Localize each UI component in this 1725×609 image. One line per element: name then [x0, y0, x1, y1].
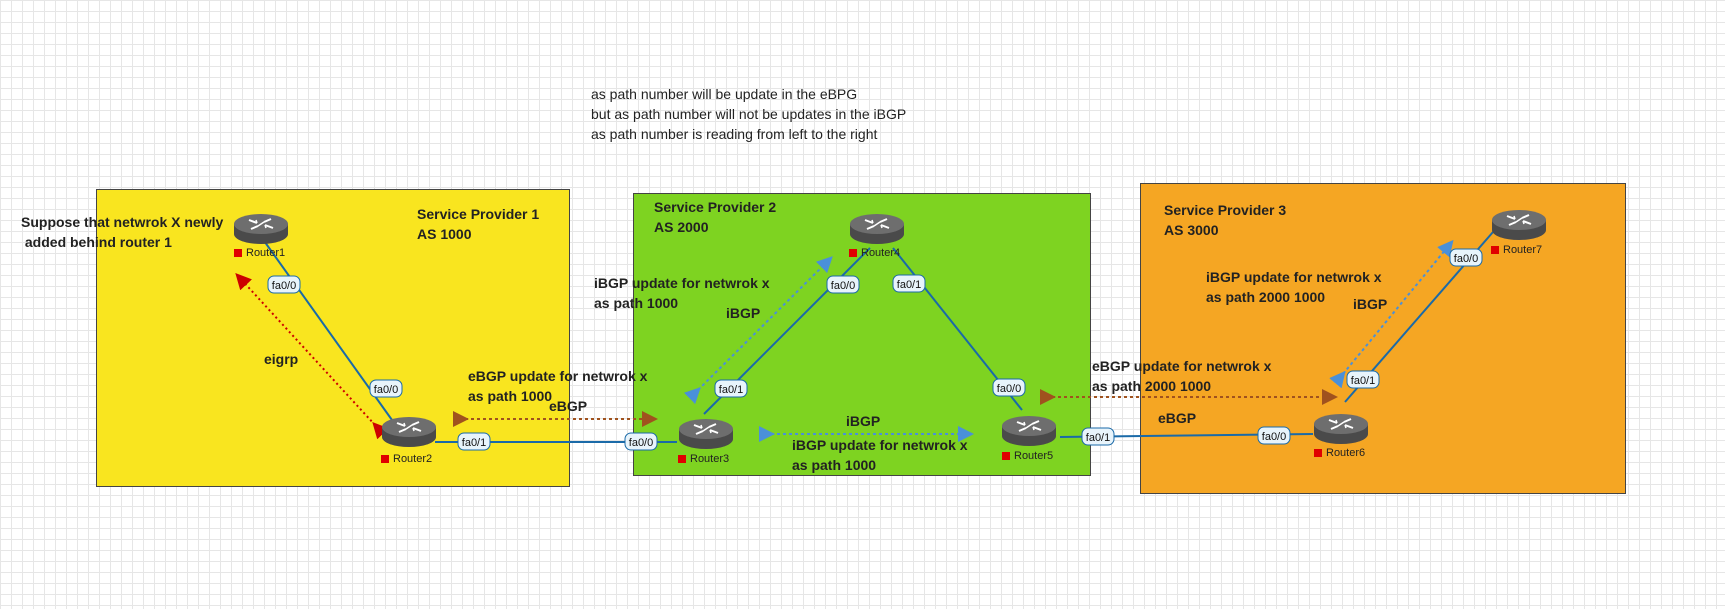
iface-r4-fa00: fa0/0 [826, 275, 860, 294]
ibgp-r6r7-update-2: as path 2000 1000 [1206, 289, 1326, 305]
ibgp-r3r4-label: iBGP [726, 305, 761, 321]
svg-text:fa0/1: fa0/1 [719, 384, 743, 396]
ibgp-arrow-r6-r7 [1329, 239, 1454, 389]
router1-icon [233, 213, 289, 245]
ibgp-r3r5-update-1: iBGP update for netwrok x [792, 437, 968, 453]
ibgp-arrow-r3-r4 [683, 256, 833, 405]
svg-text:fa0/1: fa0/1 [897, 279, 921, 291]
sp3-as: AS 3000 [1164, 222, 1219, 238]
router2-label: Router2 [381, 453, 432, 465]
iface-r5-fa00: fa0/0 [992, 378, 1026, 397]
router5-label: Router5 [1002, 450, 1053, 462]
router2-icon [381, 416, 437, 448]
sp2-as: AS 2000 [654, 219, 709, 235]
ebgp-r2r3-update-2: as path 1000 [468, 388, 553, 404]
svg-text:fa0/0: fa0/0 [997, 383, 1021, 395]
note-line-2: but as path number will not be updates i… [591, 106, 907, 122]
eigrp-arrow [235, 273, 390, 440]
note-line-1: as path number will be update in the eBP… [591, 86, 858, 102]
ibgp-r6r7-label: iBGP [1353, 296, 1388, 312]
suppose-line-2: added behind router 1 [21, 234, 172, 250]
eigrp-label: eigrp [264, 351, 299, 367]
svg-text:fa0/0: fa0/0 [272, 280, 296, 292]
svg-text:fa0/0: fa0/0 [629, 437, 653, 449]
router5-icon [1001, 415, 1057, 447]
svg-text:fa0/0: fa0/0 [1454, 253, 1478, 265]
iface-r6-fa00: fa0/0 [1257, 426, 1291, 445]
router6-icon [1313, 413, 1369, 445]
iface-r2-fa00: fa0/0 [369, 379, 403, 398]
ibgp-r3r5-label: iBGP [846, 413, 881, 429]
ibgp-r3r4-update-1: iBGP update for netwrok x [594, 275, 770, 291]
router7-label: Router7 [1491, 244, 1542, 256]
sp1-as: AS 1000 [417, 226, 472, 242]
iface-r4-fa01: fa0/1 [892, 274, 926, 293]
iface-r7-fa00: fa0/0 [1449, 248, 1483, 267]
svg-text:fa0/0: fa0/0 [831, 280, 855, 292]
svg-text:fa0/0: fa0/0 [1262, 431, 1286, 443]
router3-icon [678, 418, 734, 450]
iface-r1-fa00: fa0/0 [267, 275, 301, 294]
ebgp-r2r3-update-1: eBGP update for netwrok x [468, 368, 648, 384]
ibgp-r3r5-update-2: as path 1000 [792, 457, 877, 473]
ebgp-r5r6-update-2: as path 2000 1000 [1092, 378, 1212, 394]
iface-r2-fa01: fa0/1 [457, 432, 491, 451]
ibgp-r3r4-update-2: as path 1000 [594, 295, 679, 311]
ibgp-r6r7-update-1: iBGP update for netwrok x [1206, 269, 1382, 285]
router7-icon [1491, 209, 1547, 241]
svg-text:fa0/1: fa0/1 [1086, 432, 1110, 444]
ebgp-r5r6-update-1: eBGP update for netwrok x [1092, 358, 1272, 374]
iface-r6-fa01: fa0/1 [1346, 370, 1380, 389]
sp3-title: Service Provider 3 [1164, 202, 1287, 218]
iface-r5-fa01: fa0/1 [1081, 427, 1115, 446]
ebgp-r2r3-label: eBGP [549, 398, 588, 414]
svg-text:fa0/0: fa0/0 [374, 384, 398, 396]
svg-text:fa0/1: fa0/1 [1351, 375, 1375, 387]
ebgp-r5r6-label: eBGP [1158, 410, 1197, 426]
iface-r3-fa00: fa0/0 [624, 432, 658, 451]
iface-r3-fa01: fa0/1 [714, 379, 748, 398]
sp2-title: Service Provider 2 [654, 199, 777, 215]
router6-label: Router6 [1314, 447, 1365, 459]
svg-text:fa0/1: fa0/1 [462, 437, 486, 449]
sp1-title: Service Provider 1 [417, 206, 540, 222]
note-line-3: as path number is reading from left to t… [591, 126, 878, 142]
suppose-line-1: Suppose that netwrok X newly [21, 214, 224, 230]
router4-label: Router4 [849, 247, 900, 259]
router3-label: Router3 [678, 453, 729, 465]
router1-label: Router1 [234, 247, 285, 259]
router4-icon [849, 213, 905, 245]
